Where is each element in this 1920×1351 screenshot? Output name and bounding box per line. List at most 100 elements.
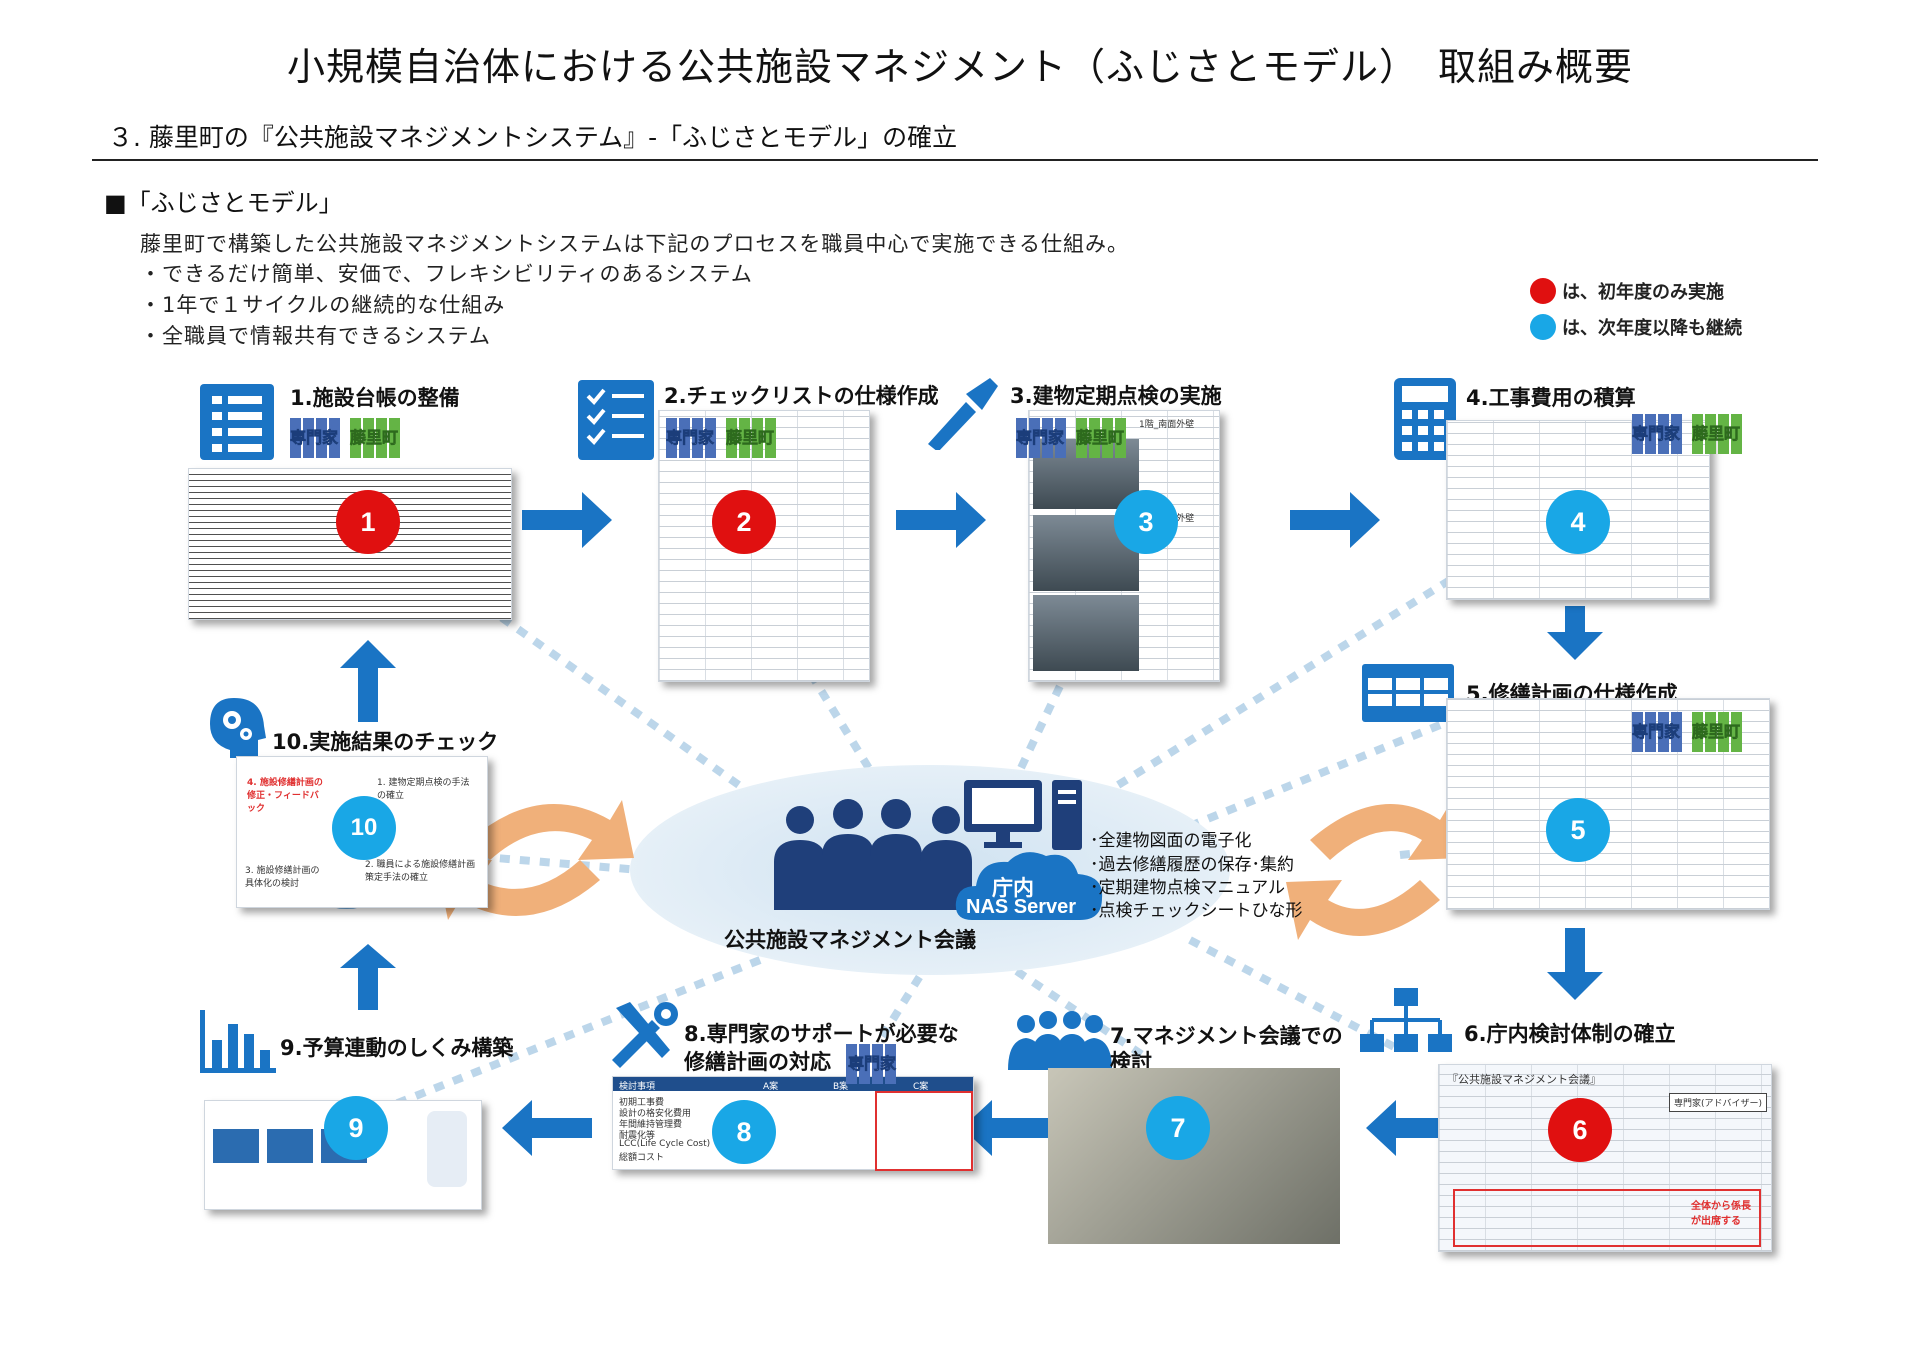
- head-gears-icon: [210, 698, 266, 758]
- role-town-2: 藤里町: [726, 428, 775, 448]
- cloud-label-nas: NAS Server: [966, 896, 1077, 918]
- step-8-label-line2: 修繕計画の対応: [684, 1050, 831, 1074]
- step-9-label: 9.予算連動のしくみ構築: [280, 1036, 514, 1060]
- step-3-marker: 3: [1114, 490, 1178, 554]
- meeting-photo: [1048, 1068, 1340, 1244]
- legend-continued: は、次年度以降も継続: [1530, 314, 1742, 340]
- role-town-5: 藤里町: [1692, 722, 1741, 742]
- budget-box-1: [213, 1129, 259, 1163]
- table-row-6: 総額コスト: [619, 1153, 665, 1163]
- people-group-4: [1632, 414, 1744, 454]
- org-chart-icon: [1360, 988, 1452, 1052]
- step-5-marker: 5: [1546, 798, 1610, 862]
- org-structure-chart: 『公共施設マネジメント会議』 専門家(アドバイザー) 全体から係長が出席する: [1438, 1064, 1772, 1252]
- role-expert-2: 専門家: [666, 428, 715, 448]
- building-photo-3: [1033, 595, 1139, 671]
- step-2-marker: 2: [712, 490, 776, 554]
- table-row-3: 年間維持管理費: [619, 1120, 683, 1130]
- role-expert-8: 専門家: [848, 1054, 897, 1074]
- table-header-c: C案: [913, 1082, 929, 1092]
- table-row-4: 耐震化等: [619, 1131, 656, 1141]
- computer-server-icon: [964, 780, 1082, 850]
- step-1-label: 1.施設台帳の整備: [290, 386, 460, 410]
- step-7-label: 7.マネジメント会議での: [1110, 1024, 1343, 1048]
- nas-item-1: ･全建物図面の電子化: [1090, 831, 1252, 851]
- role-town-4: 藤里町: [1692, 424, 1741, 444]
- page-subtitle: ３. 藤里町の『公共施設マネジメントシステム』-「ふじさとモデル」の確立: [108, 123, 958, 152]
- cloud-icon: [955, 852, 1103, 920]
- role-town-1: 藤里町: [350, 428, 399, 448]
- step-9-marker: 9: [324, 1096, 388, 1160]
- role-expert-4: 専門家: [1632, 424, 1681, 444]
- table-row-1: 初期工事費: [619, 1098, 665, 1108]
- step-8-label: 8.専門家のサポートが必要な: [684, 1022, 959, 1046]
- table-row-2: 設計の格安化費用: [619, 1109, 692, 1119]
- intro-lead: 藤里町で構築した公共施設マネジメントシステムは下記のプロセスを職員中心で実施でき…: [140, 232, 1129, 256]
- intro-bullet-2: ・1年で１サイクルの継続的な仕組み: [140, 293, 506, 317]
- step-1-marker: 1: [336, 490, 400, 554]
- org-chart-title: 『公共施設マネジメント会議』: [1447, 1073, 1601, 1086]
- intro-bullet-1: ・できるだけ簡単、安価で、フレキシビリティのあるシステム: [140, 262, 753, 286]
- legend-continued-text: は、次年度以降も継続: [1562, 318, 1742, 339]
- header-divider: [92, 159, 1818, 161]
- red-dot-icon: [1530, 278, 1556, 304]
- people-group-5: [1632, 712, 1744, 752]
- step-2-label: 2.チェックリストの仕様作成: [664, 384, 939, 408]
- table-grid-icon: [1362, 664, 1454, 722]
- page-title: 小規模自治体における公共施設マネジメント（ふじさとモデル） 取組み概要: [286, 45, 1633, 89]
- intro-bullet-3: ・全職員で情報共有できるシステム: [140, 324, 491, 348]
- org-advisor: 専門家(アドバイザー): [1669, 1093, 1768, 1112]
- table-row-5: LCC(Life Cycle Cost): [619, 1139, 711, 1149]
- nas-item-3: ･定期建物点検マニュアル: [1090, 878, 1285, 898]
- table-header-a: A案: [763, 1082, 779, 1092]
- role-expert-3: 専門家: [1016, 428, 1065, 448]
- budget-box-2: [267, 1129, 313, 1163]
- meeting-group-icon: [1008, 1011, 1112, 1070]
- table-header-b: B案: [833, 1082, 849, 1092]
- checkbox-list-icon: [578, 380, 654, 460]
- legend-first-year-text: は、初年度のみ実施: [1562, 282, 1724, 303]
- step-4-label: 4.工事費用の積算: [1466, 386, 1636, 410]
- comparison-table-header: [613, 1077, 973, 1091]
- cycle-item-4: 4. 施設修繕計画の修正・フィードバック: [247, 778, 323, 814]
- nas-item-2: ･過去修繕履歴の保存･集約: [1090, 855, 1294, 875]
- people-group-1: [290, 418, 402, 458]
- cycle-item-3: 3. 施設修繕計画の具体化の検討: [245, 866, 320, 889]
- budget-cylinder: [427, 1111, 467, 1187]
- blue-dot-icon: [1530, 314, 1556, 340]
- step-10-label: 10.実施結果のチェック: [272, 730, 499, 754]
- cycle-item-2: 2. 職員による施設修繕計画策定手法の確立: [365, 860, 476, 883]
- step-6-marker: 6: [1548, 1098, 1612, 1162]
- section-heading: ■「ふじさとモデル」: [104, 189, 343, 217]
- people-group-3: [1016, 418, 1128, 458]
- step-8-marker: 8: [712, 1100, 776, 1164]
- step-4-marker: 4: [1546, 490, 1610, 554]
- process-arrows: [340, 492, 1603, 1156]
- exchange-arrows: [436, 800, 1464, 940]
- step-10-marker: 10: [332, 796, 396, 860]
- report-caption-1: 1階_南面外壁: [1139, 420, 1195, 430]
- recommended-option-box: [875, 1091, 973, 1171]
- role-expert-5: 専門家: [1632, 722, 1681, 742]
- checklist-document-icon: [200, 384, 274, 460]
- cloud-label-office: 庁内: [992, 876, 1034, 900]
- flashlight-icon: [928, 378, 998, 450]
- meeting-people-icon: [774, 799, 972, 910]
- meeting-label: 公共施設マネジメント会議: [724, 928, 976, 952]
- table-header-item: 検討事項: [619, 1082, 656, 1092]
- org-note: 全体から係長が出席する: [1691, 1201, 1751, 1227]
- legend-first-year: は、初年度のみ実施: [1530, 278, 1724, 304]
- org-attendee-box: [1453, 1189, 1761, 1247]
- calculator-icon: [1394, 378, 1456, 460]
- people-group-2: [666, 418, 778, 458]
- comparison-table: 検討事項 A案 B案 C案 初期工事費 設計の格安化費用 年間維持管理費 耐震化…: [612, 1076, 974, 1171]
- people-group-8: [846, 1044, 898, 1084]
- role-town-3: 藤里町: [1076, 428, 1125, 448]
- cycle-item-1: 1. 建物定期点検の手法の確立: [377, 778, 470, 801]
- step-7-marker: 7: [1146, 1096, 1210, 1160]
- tools-icon: [612, 1002, 678, 1068]
- role-expert-1: 専門家: [290, 428, 339, 448]
- bar-chart-icon: [200, 1010, 276, 1073]
- nas-item-4: ･点検チェックシートひな形: [1090, 901, 1303, 921]
- step-6-label: 6.庁内検討体制の確立: [1464, 1022, 1676, 1046]
